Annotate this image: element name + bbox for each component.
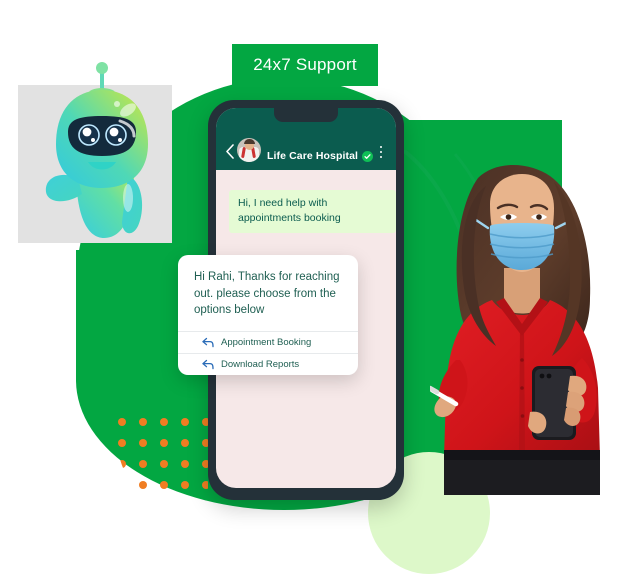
message-bubble-user: Hi, I need help with appointments bookin… xyxy=(229,190,396,233)
avatar[interactable] xyxy=(237,138,261,162)
quick-reply-label: Appointment Booking xyxy=(221,337,312,349)
reply-arrow-icon xyxy=(202,359,214,370)
quick-reply-appointment-booking[interactable]: Appointment Booking xyxy=(178,331,358,353)
back-chevron-icon[interactable] xyxy=(222,140,236,162)
chat-title: Life Care Hospital xyxy=(267,150,359,162)
orange-dot-grid xyxy=(112,412,208,504)
phone-notch xyxy=(274,108,338,122)
bot-reply-card: Hi Rahi, Thanks for reaching out. please… xyxy=(178,255,358,376)
quick-reply-download-reports[interactable]: Download Reports xyxy=(178,353,358,375)
reply-arrow-icon xyxy=(202,337,214,348)
kebab-menu-icon[interactable] xyxy=(374,142,388,162)
bot-message-text: Hi Rahi, Thanks for reaching out. please… xyxy=(194,271,340,317)
chat-header: Life Care Hospital xyxy=(216,108,396,170)
support-badge: 24x7 Support xyxy=(232,44,378,86)
verified-check-icon xyxy=(362,151,374,162)
support-badge-label: 24x7 Support xyxy=(253,55,357,74)
chatbot-mascot-icon xyxy=(45,62,148,238)
chat-body: Hi, I need help with appointments bookin… xyxy=(216,170,396,488)
quick-reply-label: Download Reports xyxy=(221,359,300,371)
masked-woman-photo xyxy=(430,165,600,495)
